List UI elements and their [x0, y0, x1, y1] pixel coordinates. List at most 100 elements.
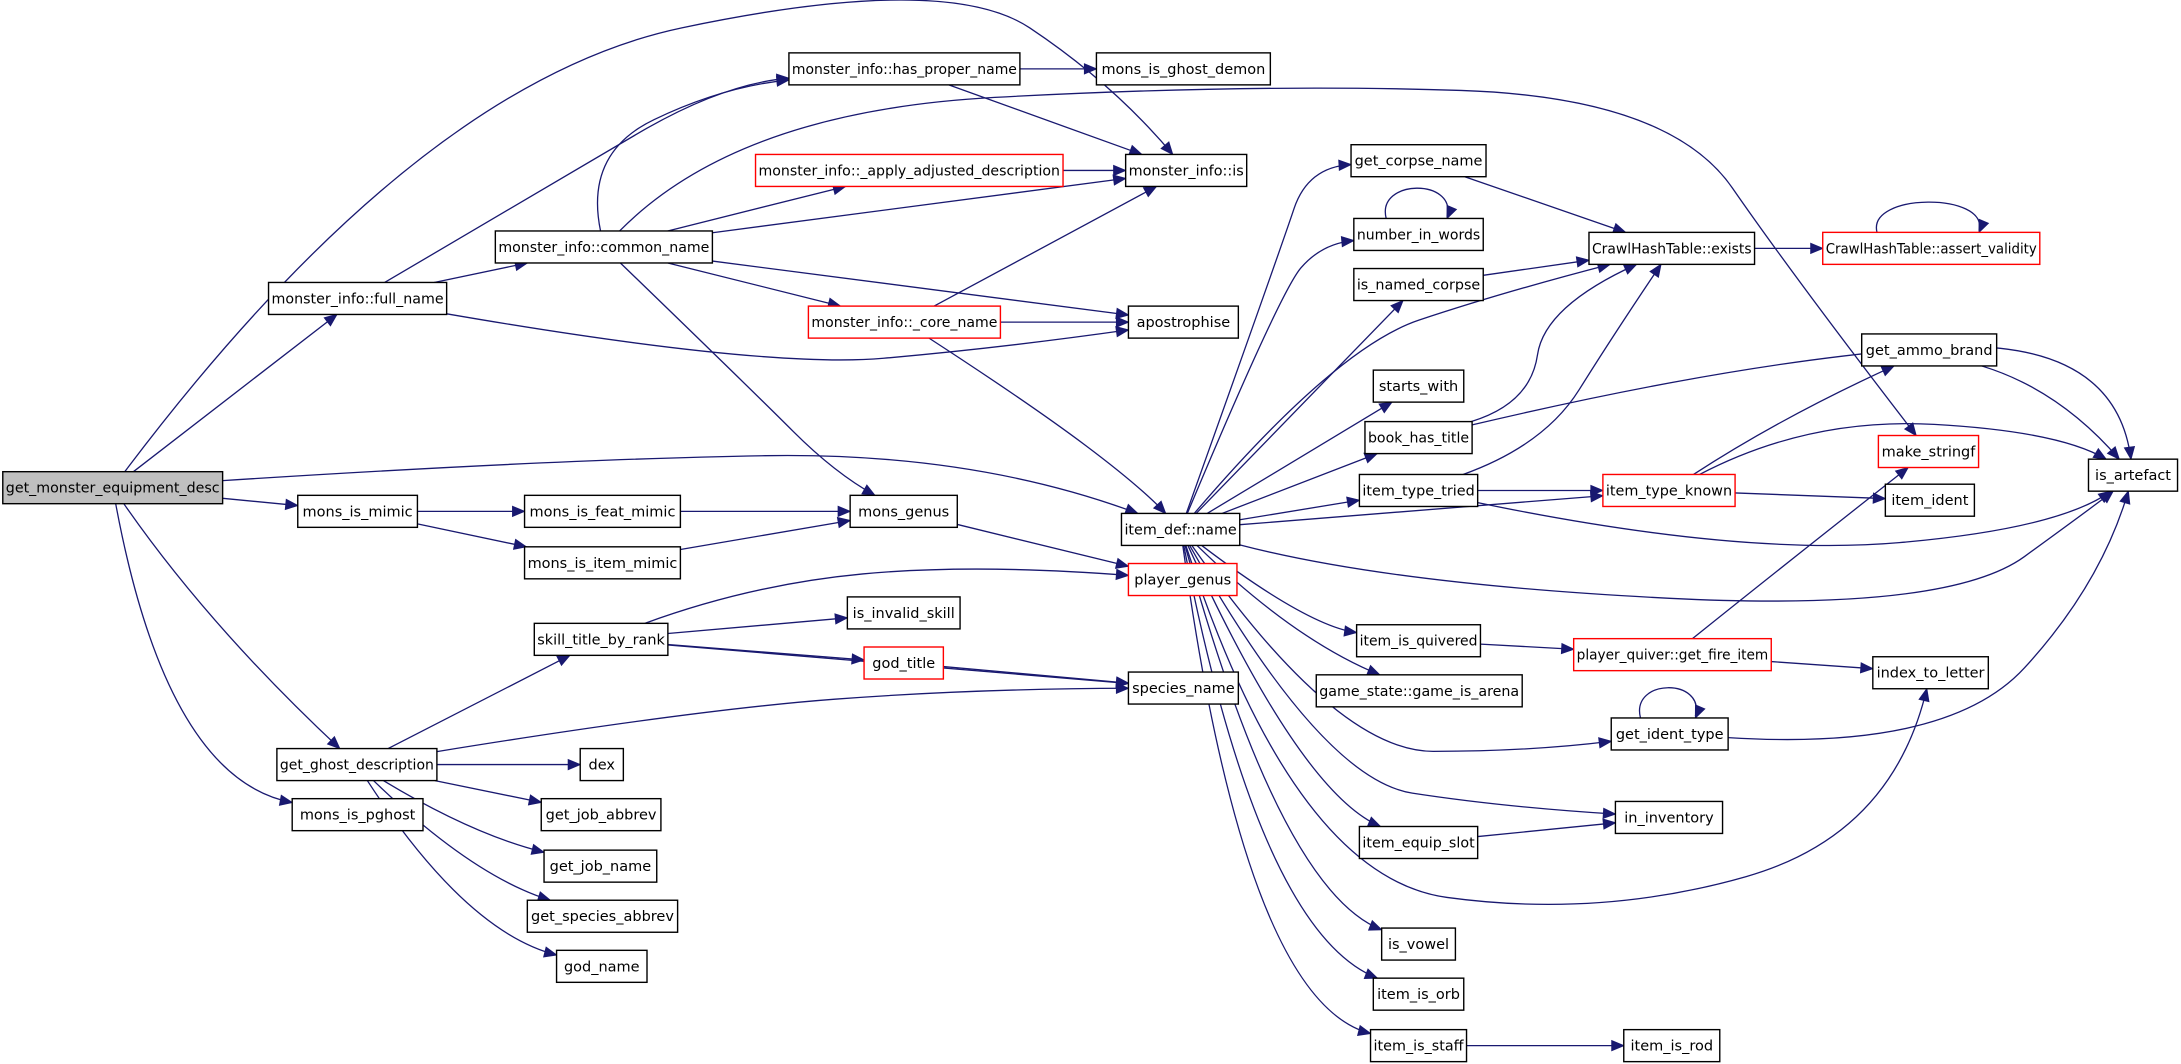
node-box[interactable] — [1822, 231, 2041, 266]
node-item-def-name[interactable]: item_def::name — [1120, 512, 1241, 547]
node-box[interactable] — [2087, 458, 2179, 492]
node-monster-info-core-name[interactable]: monster_info::_core_name — [807, 305, 1002, 339]
node-get-ident-type[interactable]: get_ident_type — [1610, 717, 1729, 751]
node-box[interactable] — [1355, 624, 1482, 658]
node-box[interactable] — [1872, 656, 1990, 690]
node-box[interactable] — [543, 849, 658, 883]
node-box[interactable] — [1623, 1028, 1721, 1063]
node-apostrophise[interactable]: apostrophise — [1127, 305, 1240, 339]
node-mons-is-mimic[interactable]: mons_is_mimic — [297, 494, 419, 529]
node-box[interactable] — [863, 646, 945, 680]
node-species-name[interactable]: species_name — [1127, 671, 1240, 705]
node-make-stringf[interactable]: make_stringf — [1877, 434, 1980, 469]
node-book-has-title[interactable]: book_has_title — [1364, 420, 1473, 455]
node-get-job-abbrev[interactable]: get_job_abbrev — [540, 797, 662, 832]
node-starts-with[interactable]: starts_with — [1372, 369, 1465, 403]
node-box[interactable] — [788, 52, 1021, 86]
node-is-named-corpse[interactable]: is_named_corpse — [1353, 267, 1484, 302]
node-item-equip-slot[interactable]: item_equip_slot — [1358, 825, 1479, 860]
node-box[interactable] — [526, 899, 679, 933]
node-box[interactable] — [1353, 217, 1484, 252]
node-is-vowel[interactable]: is_vowel — [1380, 927, 1457, 961]
node-box[interactable] — [267, 281, 448, 316]
node-box[interactable] — [1120, 512, 1241, 547]
node-box[interactable] — [1127, 305, 1240, 339]
node-box[interactable] — [276, 747, 438, 782]
node-get-ghost-description[interactable]: get_ghost_description — [276, 747, 438, 782]
node-item-is-quivered[interactable]: item_is_quivered — [1355, 624, 1482, 658]
node-player-genus[interactable]: player_genus — [1127, 562, 1238, 597]
node-game-state-game-is-arena[interactable]: game_state::game_is_arena — [1315, 674, 1523, 708]
node-box[interactable] — [1315, 674, 1523, 708]
node-box[interactable] — [807, 305, 1002, 339]
node-mons-genus[interactable]: mons_genus — [849, 494, 958, 529]
node-box[interactable] — [1369, 1028, 1468, 1063]
node-monster-info-full-name[interactable]: monster_info::full_name — [267, 281, 448, 316]
node-box[interactable] — [1127, 671, 1240, 705]
node-box[interactable] — [1372, 369, 1465, 403]
node-monster-info-apply-adjusted-description[interactable]: monster_info::_apply_adjusted_descriptio… — [754, 153, 1064, 188]
node-box[interactable] — [494, 230, 714, 264]
node-box[interactable] — [1588, 231, 1756, 266]
node-get-monster-equipment-desc[interactable]: get_monster_equipment_desc — [2, 470, 224, 505]
node-mons-is-feat-mimic[interactable]: mons_is_feat_mimic — [523, 494, 682, 529]
node-item-is-staff[interactable]: item_is_staff — [1369, 1028, 1468, 1063]
node-box[interactable] — [1884, 483, 1976, 517]
node-box[interactable] — [1372, 977, 1465, 1011]
node-god-title[interactable]: god_title — [863, 646, 945, 680]
node-god-name[interactable]: god_name — [555, 949, 648, 984]
node-dex[interactable]: dex — [579, 747, 625, 782]
node-box[interactable] — [297, 494, 419, 529]
node-get-corpse-name[interactable]: get_corpse_name — [1350, 144, 1487, 178]
node-box[interactable] — [1358, 473, 1479, 508]
node-box[interactable] — [846, 596, 961, 630]
node-mons-is-pghost[interactable]: mons_is_pghost — [291, 797, 424, 832]
node-box[interactable] — [1353, 267, 1484, 302]
node-box[interactable] — [1614, 800, 1724, 835]
node-item-is-rod[interactable]: item_is_rod — [1623, 1028, 1721, 1063]
node-player-quiver-get-fire-item[interactable]: player_quiver::get_fire_item — [1572, 637, 1772, 672]
node-mons-is-ghost-demon[interactable]: mons_is_ghost_demon — [1095, 52, 1272, 86]
node-box[interactable] — [849, 494, 958, 529]
node-box[interactable] — [2, 470, 224, 505]
node-item-type-known[interactable]: item_type_known — [1602, 473, 1736, 508]
node-box[interactable] — [1610, 717, 1729, 751]
node-get-species-abbrev[interactable]: get_species_abbrev — [526, 899, 679, 933]
node-box[interactable] — [523, 494, 682, 529]
node-crawl-hash-table-exists[interactable]: CrawlHashTable::exists — [1588, 231, 1756, 266]
node-get-ammo-brand[interactable]: get_ammo_brand — [1860, 333, 1998, 367]
node-mons-is-item-mimic[interactable]: mons_is_item_mimic — [523, 546, 682, 580]
node-is-artefact[interactable]: is_artefact — [2087, 458, 2179, 492]
node-box[interactable] — [754, 153, 1064, 188]
node-box[interactable] — [1127, 562, 1238, 597]
node-box[interactable] — [1602, 473, 1736, 508]
node-box[interactable] — [1380, 927, 1457, 961]
node-is-invalid-skill[interactable]: is_invalid_skill — [846, 596, 961, 630]
node-in-inventory[interactable]: in_inventory — [1614, 800, 1724, 835]
node-box[interactable] — [1860, 333, 1998, 367]
node-box[interactable] — [523, 546, 682, 580]
node-box[interactable] — [555, 949, 648, 984]
node-box[interactable] — [579, 747, 625, 782]
node-box[interactable] — [1095, 52, 1272, 86]
node-monster-info-common-name[interactable]: monster_info::common_name — [494, 230, 714, 264]
node-box[interactable] — [1124, 153, 1248, 188]
node-number-in-words[interactable]: number_in_words — [1353, 217, 1484, 252]
node-box[interactable] — [1877, 434, 1980, 469]
node-monster-info-has-proper-name[interactable]: monster_info::has_proper_name — [788, 52, 1021, 86]
node-index-to-letter[interactable]: index_to_letter — [1872, 656, 1990, 690]
node-box[interactable] — [533, 622, 669, 657]
node-crawl-hash-table-assert-validity[interactable]: CrawlHashTable::assert_validity — [1822, 231, 2041, 266]
node-skill-title-by-rank[interactable]: skill_title_by_rank — [533, 622, 669, 657]
node-box[interactable] — [540, 797, 662, 832]
node-box[interactable] — [1572, 637, 1772, 672]
node-item-ident[interactable]: item_ident — [1884, 483, 1976, 517]
node-item-is-orb[interactable]: item_is_orb — [1372, 977, 1465, 1011]
node-box[interactable] — [1358, 825, 1479, 860]
node-box[interactable] — [291, 797, 424, 832]
node-get-job-name[interactable]: get_job_name — [543, 849, 658, 883]
node-item-type-tried[interactable]: item_type_tried — [1358, 473, 1479, 508]
node-box[interactable] — [1350, 144, 1487, 178]
node-monster-info-is[interactable]: monster_info::is — [1124, 153, 1248, 188]
node-box[interactable] — [1364, 420, 1473, 455]
